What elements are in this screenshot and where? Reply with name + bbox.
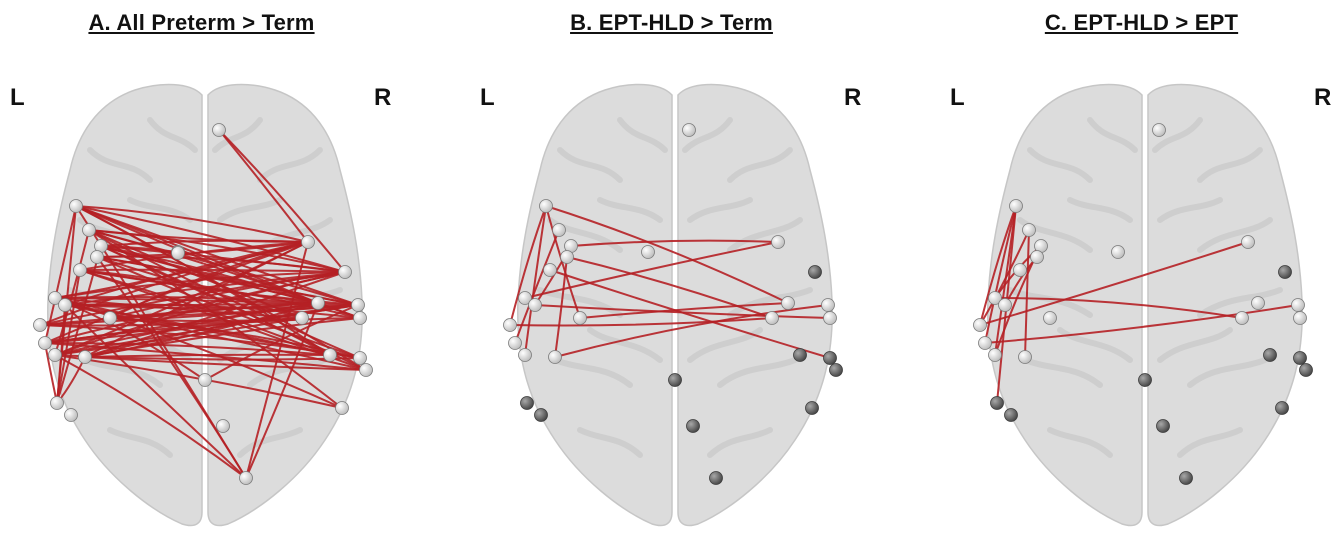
brain-region-node [824, 312, 837, 325]
brain-region-node [999, 299, 1012, 312]
brain-network-diagram [0, 0, 447, 536]
brain-region-node [574, 312, 587, 325]
brain-region-node [1023, 224, 1036, 237]
brain-network-diagram [470, 0, 917, 536]
brain-region-node [1236, 312, 1249, 325]
brain-region-node [642, 246, 655, 259]
brain-region-node-inactive [809, 266, 822, 279]
brain-region-node [199, 374, 212, 387]
brain-region-node [51, 397, 64, 410]
brain-region-node [1044, 312, 1057, 325]
brain-region-node-inactive [1300, 364, 1313, 377]
brain-region-node [91, 251, 104, 264]
brain-region-node [240, 472, 253, 485]
brain-region-node [1153, 124, 1166, 137]
brain-region-node [83, 224, 96, 237]
brain-region-node [360, 364, 373, 377]
brain-region-node [509, 337, 522, 350]
brain-region-node [217, 420, 230, 433]
brain-region-node [529, 299, 542, 312]
brain-region-node [974, 319, 987, 332]
brain-region-node [549, 351, 562, 364]
brain-region-node [772, 236, 785, 249]
brain-region-node-inactive [1294, 352, 1307, 365]
panel-b: B. EPT-HLD > Term L R [470, 0, 917, 536]
brain-region-node [79, 351, 92, 364]
brain-region-node [312, 297, 325, 310]
brain-region-node-inactive [710, 472, 723, 485]
brain-region-node-inactive [794, 349, 807, 362]
brain-region-node [1242, 236, 1255, 249]
brain-region-node [1014, 264, 1027, 277]
brain-region-node [336, 402, 349, 415]
brain-region-node [553, 224, 566, 237]
brain-region-node [302, 236, 315, 249]
brain-region-node-inactive [1279, 266, 1292, 279]
brain-region-node [296, 312, 309, 325]
brain-network-diagram [940, 0, 1343, 536]
panel-c: C. EPT-HLD > EPT L R [940, 0, 1343, 536]
brain-region-node [59, 299, 72, 312]
brain-region-node [519, 349, 532, 362]
brain-region-node [39, 337, 52, 350]
brain-region-node-inactive [991, 397, 1004, 410]
brain-region-node-inactive [1157, 420, 1170, 433]
brain-region-node-inactive [806, 402, 819, 415]
brain-region-node [782, 297, 795, 310]
brain-region-node [70, 200, 83, 213]
brain-region-node [561, 251, 574, 264]
brain-region-node-inactive [669, 374, 682, 387]
brain-region-node [354, 352, 367, 365]
brain-region-node-inactive [1276, 402, 1289, 415]
brain-region-node [74, 264, 87, 277]
brain-region-node [172, 247, 185, 260]
brain-region-node [989, 349, 1002, 362]
brain-region-node [213, 124, 226, 137]
brain-region-node [1294, 312, 1307, 325]
brain-region-node [354, 312, 367, 325]
brain-region-node [683, 124, 696, 137]
panel-a: A. All Preterm > Term L R [0, 0, 447, 536]
brain-region-node-inactive [824, 352, 837, 365]
brain-region-node [49, 349, 62, 362]
brain-region-node-inactive [521, 397, 534, 410]
brain-region-node [1031, 251, 1044, 264]
brain-region-node [1252, 297, 1265, 310]
brain-region-node [34, 319, 47, 332]
brain-region-node [979, 337, 992, 350]
brain-region-node [766, 312, 779, 325]
brain-region-node [504, 319, 517, 332]
brain-region-node [822, 299, 835, 312]
brain-region-node-inactive [1264, 349, 1277, 362]
brain-region-node [324, 349, 337, 362]
brain-region-node [104, 312, 117, 325]
brain-region-node [540, 200, 553, 213]
brain-region-node-inactive [1180, 472, 1193, 485]
brain-region-node [1010, 200, 1023, 213]
brain-region-node [352, 299, 365, 312]
brain-region-node [1019, 351, 1032, 364]
brain-region-node [1292, 299, 1305, 312]
brain-region-node-inactive [1139, 374, 1152, 387]
brain-region-node-inactive [830, 364, 843, 377]
brain-region-node [339, 266, 352, 279]
brain-region-node [65, 409, 78, 422]
brain-region-node-inactive [535, 409, 548, 422]
brain-region-node [1112, 246, 1125, 259]
brain-region-node-inactive [687, 420, 700, 433]
brain-region-node-inactive [1005, 409, 1018, 422]
brain-region-node [544, 264, 557, 277]
